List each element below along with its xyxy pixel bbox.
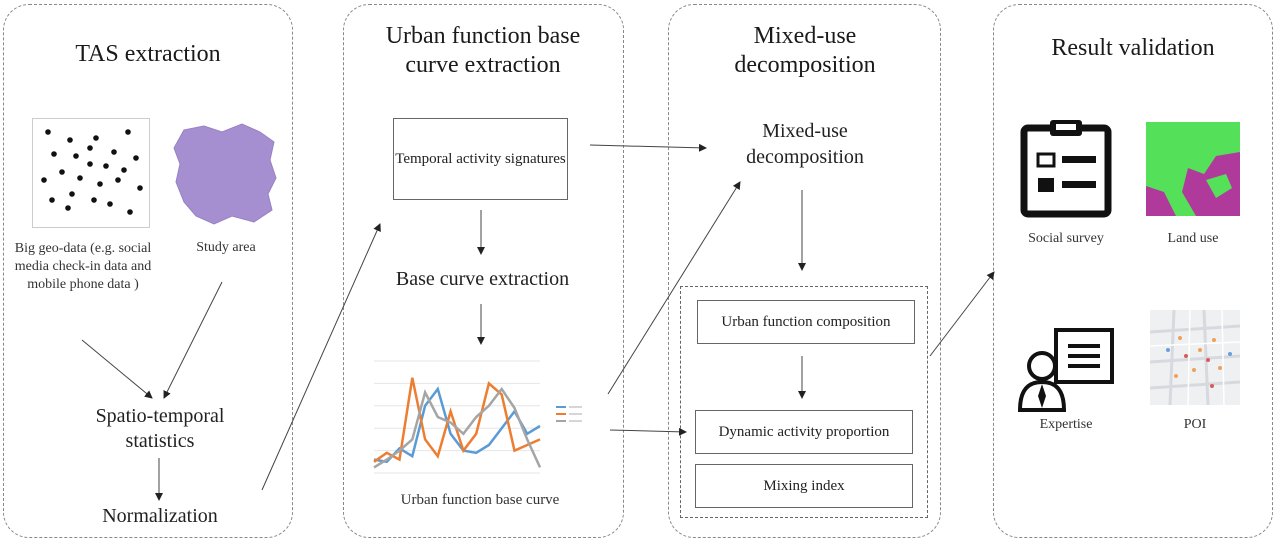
arrow-geo-data-to-statistics <box>81 339 153 399</box>
normalization-label: Normalization <box>102 505 218 527</box>
expertise-label: Expertise <box>1039 417 1093 432</box>
urban-function-composition-box: Urban function composition <box>697 300 915 344</box>
geo-data-scatter-image <box>32 118 150 228</box>
poi-label: POI <box>1183 417 1207 432</box>
arrow-curve-to-proportion <box>609 427 687 436</box>
land-use-map-image <box>1146 122 1240 216</box>
validation-title: Result validation <box>1051 35 1215 61</box>
arrow-study-area-to-statistics <box>163 281 223 399</box>
mixed-use-title: Mixed-use decomposition <box>734 23 876 78</box>
arrow-signatures-to-decomposition <box>589 143 707 152</box>
arrow-curve-to-decomposition <box>607 181 741 395</box>
poi-map-image <box>1150 310 1240 405</box>
clipboard-icon <box>1020 120 1112 218</box>
base-curve-extraction-label: Base curve extraction <box>395 268 570 290</box>
panel-result-validation <box>993 4 1273 538</box>
chart-series-line-2 <box>373 377 541 463</box>
decomposition-results-group <box>680 286 928 518</box>
land-use-label: Land use <box>1167 231 1219 246</box>
arrow-normalization-to-signatures <box>261 223 381 491</box>
panel-tas-extraction <box>3 4 293 538</box>
mixed-use-decomposition-label: Mixed-use decomposition <box>746 120 864 168</box>
base-curve-caption: Urban function base curve <box>400 492 560 508</box>
spatio-temporal-label: Spatio-temporal statistics <box>95 405 225 452</box>
panel-mixed-use-decomposition <box>668 4 941 538</box>
arrow-results-to-validation <box>929 271 995 357</box>
big-geo-data-label: Big geo-data (e.g. social media check-in… <box>14 241 152 292</box>
chart-series-line-3 <box>373 386 542 469</box>
expert-presenter-icon <box>1017 328 1114 412</box>
social-survey-label: Social survey <box>1028 231 1104 246</box>
mixing-index-box: Mixing index <box>695 464 913 508</box>
panel-base-curve-extraction <box>343 4 624 538</box>
dynamic-activity-proportion-box: Dynamic activity proportion <box>695 410 913 454</box>
base-curve-title: Urban function base curve extraction <box>385 23 581 78</box>
base-curve-chart <box>373 360 582 474</box>
study-area-image <box>173 123 277 225</box>
temporal-signatures-box: Temporal activity signatures <box>393 118 568 200</box>
study-area-label: Study area <box>196 240 256 255</box>
tas-title: TAS extraction <box>75 41 221 67</box>
